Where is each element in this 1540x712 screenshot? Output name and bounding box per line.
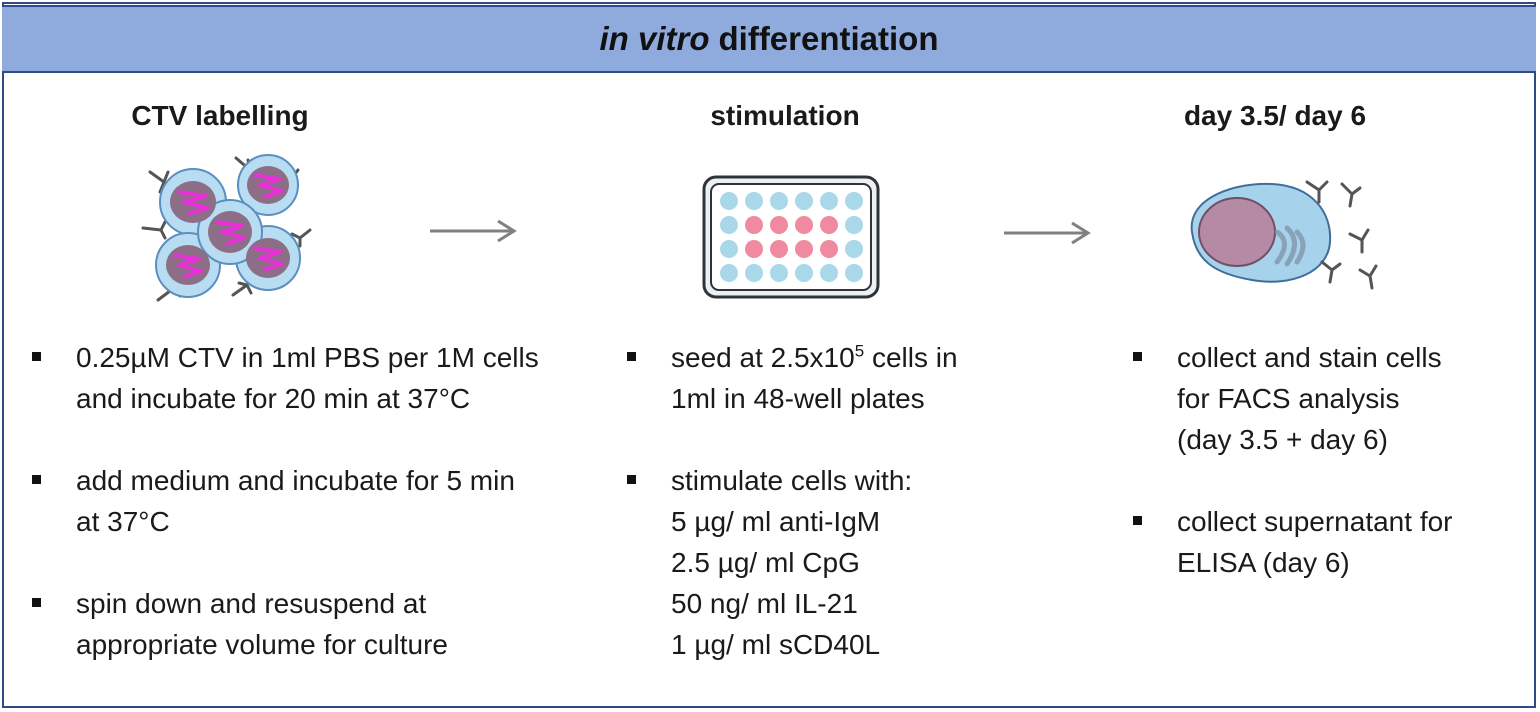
list-item: 0.25µM CTV in 1ml PBS per 1M cells and i… bbox=[32, 337, 539, 419]
stimulated-well bbox=[795, 240, 813, 258]
step-title-ctv-labelling: CTV labelling bbox=[131, 100, 309, 131]
list-item: spin down and resuspend at appropriate v… bbox=[32, 583, 539, 665]
list-item: add medium and incubate for 5 min at 37°… bbox=[32, 460, 539, 542]
empty-well bbox=[845, 240, 863, 258]
empty-well bbox=[820, 192, 838, 210]
stimulated-well bbox=[770, 216, 788, 234]
arrow-icon bbox=[1004, 221, 1091, 245]
empty-well bbox=[720, 192, 738, 210]
list-item: collect supernatant for ELISA (day 6) bbox=[1133, 501, 1453, 583]
empty-well bbox=[745, 264, 763, 282]
stimulated-well bbox=[770, 240, 788, 258]
stimulated-well bbox=[795, 216, 813, 234]
well-plate-icon bbox=[702, 175, 880, 299]
header-title-italic: in vitro bbox=[599, 20, 710, 57]
empty-well bbox=[845, 264, 863, 282]
labelled-cells-icon bbox=[141, 154, 312, 302]
list-item: stimulate cells with: 5 µg/ ml anti-IgM … bbox=[627, 460, 958, 665]
analysis-steps: collect and stain cells for FACS analysi… bbox=[1133, 337, 1453, 624]
list-item: seed at 2.5x105 cells in 1ml in 48-well … bbox=[627, 337, 958, 419]
empty-well bbox=[795, 192, 813, 210]
empty-well bbox=[770, 264, 788, 282]
empty-well bbox=[770, 192, 788, 210]
step-title-day: day 3.5/ day 6 bbox=[1183, 100, 1367, 131]
empty-well bbox=[845, 216, 863, 234]
step-title-stimulation: stimulation bbox=[710, 100, 860, 131]
empty-well bbox=[745, 192, 763, 210]
list-item: collect and stain cells for FACS analysi… bbox=[1133, 337, 1453, 460]
empty-well bbox=[720, 240, 738, 258]
empty-well bbox=[795, 264, 813, 282]
stimulated-well bbox=[745, 216, 763, 234]
empty-well bbox=[845, 192, 863, 210]
arrow-icon bbox=[430, 219, 517, 243]
stimulated-well bbox=[820, 216, 838, 234]
stimulated-well bbox=[745, 240, 763, 258]
empty-well bbox=[820, 264, 838, 282]
section-header: in vitro differentiation bbox=[2, 5, 1536, 73]
stimulation-steps: seed at 2.5x105 cells in 1ml in 48-well … bbox=[627, 337, 958, 706]
header-title-rest: differentiation bbox=[718, 20, 939, 57]
empty-well bbox=[720, 264, 738, 282]
stimulated-well bbox=[820, 240, 838, 258]
empty-well bbox=[720, 216, 738, 234]
ctv-labelling-steps: 0.25µM CTV in 1ml PBS per 1M cells and i… bbox=[32, 337, 539, 706]
plasma-cell-icon bbox=[1190, 180, 1378, 290]
